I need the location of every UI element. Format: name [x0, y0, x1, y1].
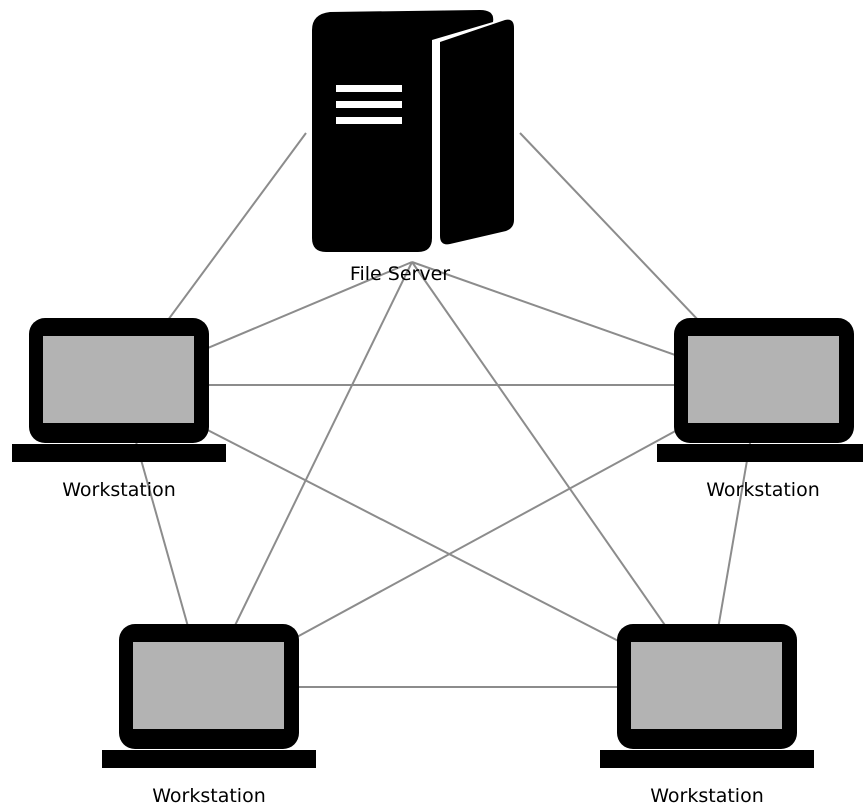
server-icon	[312, 10, 514, 252]
laptop-icon	[12, 318, 226, 462]
server-label: File Server	[349, 263, 451, 285]
workstation-label: Workstation	[152, 785, 266, 807]
link-server-ws3	[204, 261, 413, 688]
workstation-label: Workstation	[706, 479, 820, 501]
link-server-ws4	[411, 261, 709, 688]
laptop-icon	[657, 318, 863, 462]
laptop-icon	[102, 624, 316, 768]
link-ws1-ws4	[119, 384, 709, 688]
workstation-label: Workstation	[650, 785, 764, 807]
laptop-icon	[600, 624, 814, 768]
workstation-label: Workstation	[62, 479, 176, 501]
